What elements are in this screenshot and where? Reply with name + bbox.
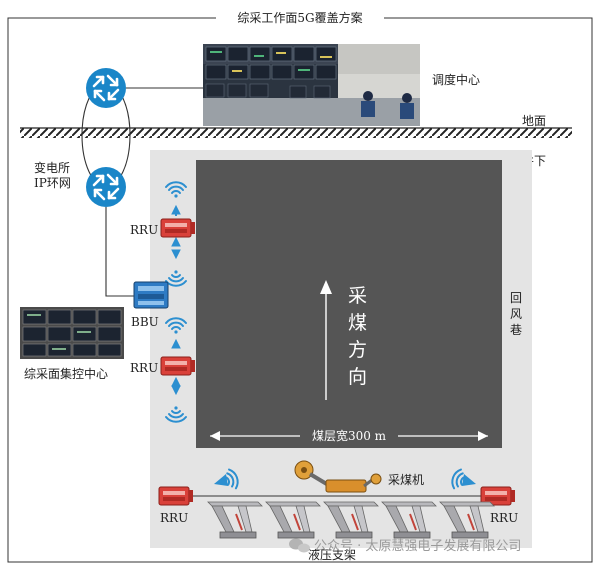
diagram-title: 综采工作面5G覆盖方案 <box>237 10 362 25</box>
dispatch-center-label: 调度中心 <box>432 72 480 87</box>
hydraulic-support-label: 液压支架 <box>308 547 356 562</box>
seam-width-label: 煤层宽300 m <box>312 428 387 443</box>
rru-bottom-left <box>158 486 194 506</box>
mining-direction-char-4: 向 <box>348 366 367 388</box>
bbu-label: BBU <box>131 315 159 329</box>
ground-label: 地面 <box>522 114 546 128</box>
rru-bottom-right-label: RRU <box>490 511 518 525</box>
shearer-machine <box>294 460 382 493</box>
rru-middle-label: RRU <box>130 361 158 375</box>
ground-line <box>20 128 572 138</box>
rru-upper-label: RRU <box>130 223 158 237</box>
signal-arrow-shearer-right <box>462 474 476 486</box>
rru-bottom-left-label: RRU <box>160 511 188 525</box>
return-airway-char-3: 巷 <box>510 323 522 337</box>
router-ground <box>84 66 128 110</box>
signal-arrow-shearer-left <box>214 474 228 486</box>
return-airway-char-2: 风 <box>510 307 522 321</box>
router-underground <box>84 165 128 209</box>
control-center-label: 综采面集控中心 <box>24 366 108 381</box>
rru-middle <box>160 356 196 376</box>
mining-direction-char-3: 方 <box>348 339 367 361</box>
control-center-monitor-wall <box>20 307 124 359</box>
signal-arrow-upper <box>171 204 181 260</box>
signal-arrow-middle <box>171 338 181 396</box>
mining-direction-char-1: 采 <box>348 285 367 307</box>
rru-upper <box>160 218 196 238</box>
dispatch-center-photo <box>203 44 420 126</box>
wechat-logo-icon <box>289 538 310 553</box>
watermark: 公众号 · 太原慧强电子发展有限公司 <box>289 538 521 554</box>
watermark-text: 公众号 · 太原慧强电子发展有限公司 <box>314 538 521 554</box>
substation-label-line1: 变电所 <box>34 160 70 175</box>
mining-direction-arrow <box>320 280 332 400</box>
return-airway-char-1: 回 <box>510 291 522 305</box>
bbu-unit <box>133 281 169 309</box>
substation-label-line2: IP环网 <box>34 176 71 190</box>
shearer-label: 采煤机 <box>388 473 424 487</box>
mining-direction-char-2: 煤 <box>348 312 367 334</box>
coal-face <box>196 160 502 448</box>
